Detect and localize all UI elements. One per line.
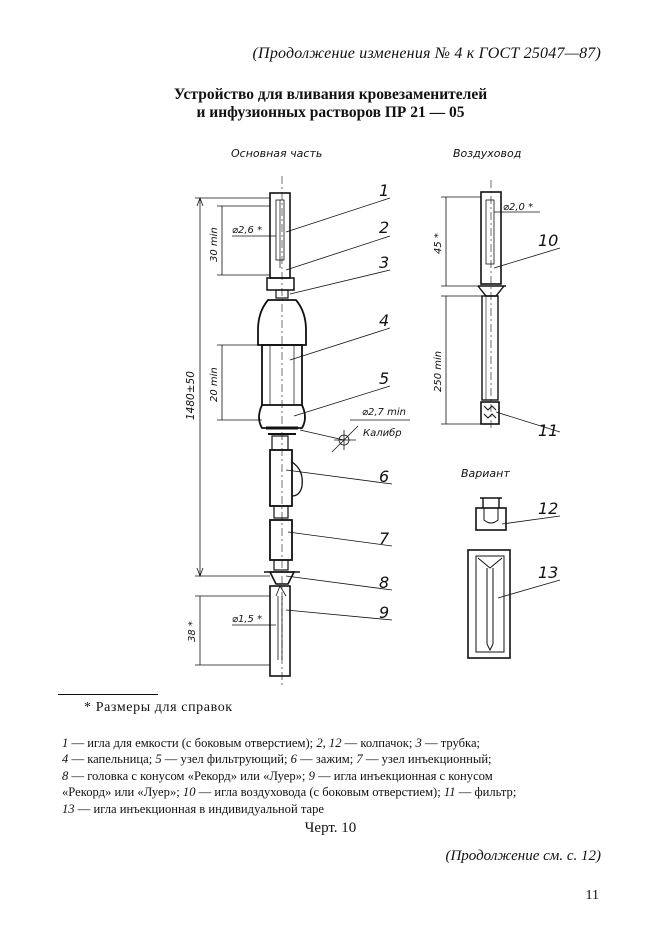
- dim-needle1-length: 30 min: [209, 227, 220, 262]
- legend-line-2: 4 — капельница; 5 — узел фильтрующий; 6 …: [62, 752, 492, 767]
- dim-gauge: Калибр: [363, 427, 402, 439]
- callout-4: 4: [379, 311, 389, 330]
- footnote: * Размеры для справок: [84, 700, 233, 715]
- air-callout-numbers: 10 11: [538, 231, 558, 440]
- legend-line-1: 1 — игла для емкости (с боковым отверсти…: [62, 736, 481, 750]
- variant-assembly: [467, 497, 511, 659]
- legend: 1 — игла для емкости (с боковым отверсти…: [62, 735, 602, 817]
- figure-caption: Черт. 10: [304, 820, 357, 836]
- air-duct-assembly: [477, 180, 506, 430]
- section-variant-label: Вариант: [461, 467, 510, 480]
- main-assembly: [257, 176, 307, 688]
- clamp-6: [269, 449, 293, 507]
- dropper-top: [257, 299, 307, 346]
- callout-3: 3: [379, 253, 389, 272]
- legend-line-3: 8 — головка с конусом «Рекорд» или «Луер…: [62, 768, 493, 783]
- main-callout-numbers: 1 2 3 4 5 6 7 8 9: [379, 181, 390, 622]
- section-air-label: Воздуховод: [453, 147, 521, 160]
- injection-unit-7: [269, 519, 293, 561]
- dropper-body: [261, 344, 303, 406]
- air-tube: [481, 295, 499, 401]
- callout-12: 12: [538, 499, 558, 518]
- callout-11: 11: [538, 421, 558, 440]
- dim-total-length: 1480±50: [185, 371, 197, 420]
- cap-2: [266, 277, 295, 291]
- needle-9-body: [269, 585, 291, 677]
- variant-callout-leaders: [497, 515, 561, 599]
- legend-line-4: «Рекорд» или «Луер»; 10 — игла воздухово…: [62, 785, 517, 800]
- dim-air-tube-length: 250 min: [433, 351, 444, 392]
- callout-9: 9: [379, 603, 389, 622]
- dim-air-needle-length: 45 *: [433, 233, 444, 254]
- main-dimensions: [195, 196, 410, 666]
- footnote-rule: [58, 694, 158, 695]
- air-dimensions: [441, 196, 561, 433]
- callout-5: 5: [379, 369, 389, 388]
- title-line-1: Устройство для вливания кровезаменителей: [173, 86, 488, 103]
- callout-6: 6: [379, 467, 389, 486]
- drawing-title: Устройство для вливания кровезаменителей…: [0, 86, 661, 122]
- dim-needle1-diameter: ⌀2,6 *: [232, 225, 262, 236]
- dim-air-needle-diameter: ⌀2,0 *: [503, 202, 533, 213]
- page-number: 11: [585, 888, 599, 903]
- callout-1: 1: [379, 181, 389, 200]
- dim-needle9-length: 38 *: [187, 621, 198, 642]
- air-filter-11: [480, 401, 500, 425]
- continuation-note: (Продолжение см. с. 12): [445, 848, 601, 864]
- dim-filter-diameter: ⌀2,7 min: [362, 407, 406, 418]
- dim-dropper-length: 20 min: [209, 367, 220, 402]
- dim-needle9-diameter: ⌀1,5 *: [232, 614, 262, 625]
- callout-7: 7: [379, 529, 390, 548]
- callout-8: 8: [379, 573, 389, 592]
- technical-drawing: Основная часть Воздуховод Вариант: [185, 147, 561, 688]
- running-header: (Продолжение изменения № 4 к ГОСТ 25047—…: [252, 45, 601, 62]
- cap-12: [475, 507, 507, 531]
- section-main-label: Основная часть: [231, 147, 322, 160]
- air-needle-10: [480, 191, 502, 285]
- title-line-2: и инфузионных растворов ПР 21 — 05: [196, 104, 465, 121]
- legend-line-5: 13 — игла инъекционная в индивидуальной …: [62, 801, 324, 816]
- callout-2: 2: [379, 218, 389, 237]
- main-callout-leaders: [285, 197, 393, 621]
- callout-13: 13: [538, 563, 558, 582]
- variant-callout-numbers: 12 13: [538, 499, 558, 582]
- callout-10: 10: [538, 231, 558, 250]
- tube-3-top: [275, 289, 289, 299]
- packaged-needle-13: [467, 549, 511, 659]
